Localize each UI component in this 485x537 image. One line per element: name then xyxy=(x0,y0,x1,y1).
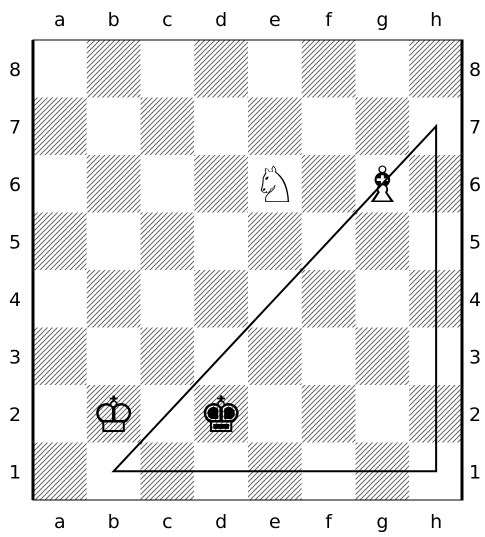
square-e8[interactable] xyxy=(248,40,302,98)
file-label-top: h xyxy=(430,9,442,31)
rank-label-left: 6 xyxy=(9,174,21,196)
file-label-bottom: a xyxy=(54,511,66,533)
square-a4[interactable] xyxy=(33,270,87,328)
square-d7[interactable] xyxy=(194,98,248,156)
file-label-top: g xyxy=(376,9,388,31)
square-e2[interactable] xyxy=(248,385,302,443)
file-label-top: c xyxy=(162,9,172,31)
rank-label-right: 7 xyxy=(469,116,481,138)
square-f8[interactable] xyxy=(302,40,356,98)
rank-label-right: 5 xyxy=(469,231,481,253)
rank-label-right: 8 xyxy=(469,59,481,81)
square-c6[interactable] xyxy=(141,155,195,213)
square-a8[interactable] xyxy=(33,40,87,98)
square-c8[interactable] xyxy=(141,40,195,98)
square-f3[interactable] xyxy=(302,328,356,386)
rank-label-right: 4 xyxy=(469,289,481,311)
file-label-top: a xyxy=(54,9,66,31)
rank-label-left: 7 xyxy=(9,116,21,138)
square-c5[interactable] xyxy=(141,213,195,271)
rank-label-right: 1 xyxy=(469,461,481,483)
square-h8[interactable] xyxy=(409,40,463,98)
rank-label-right: 3 xyxy=(469,346,481,368)
square-b8[interactable] xyxy=(87,40,141,98)
rank-label-left: 8 xyxy=(9,59,21,81)
file-label-bottom: g xyxy=(376,511,388,533)
rank-label-right: 2 xyxy=(469,404,481,426)
white-bishop-icon[interactable]: ♗ xyxy=(360,156,405,214)
white-king-icon[interactable]: ♔ xyxy=(91,386,136,444)
square-g7[interactable] xyxy=(356,98,410,156)
square-d6[interactable] xyxy=(194,155,248,213)
square-c3[interactable] xyxy=(141,328,195,386)
square-f7[interactable] xyxy=(302,98,356,156)
rank-label-left: 2 xyxy=(9,404,21,426)
square-a6[interactable] xyxy=(33,155,87,213)
square-e3[interactable] xyxy=(248,328,302,386)
square-a7[interactable] xyxy=(33,98,87,156)
square-b6[interactable] xyxy=(87,155,141,213)
rank-label-left: 4 xyxy=(9,289,21,311)
file-label-bottom: h xyxy=(430,511,442,533)
square-g3[interactable] xyxy=(356,328,410,386)
black-king-icon[interactable]: ♚ xyxy=(199,386,244,444)
file-label-top: f xyxy=(325,9,333,31)
square-e5[interactable] xyxy=(248,213,302,271)
file-label-bottom: d xyxy=(215,511,227,533)
file-label-bottom: f xyxy=(325,511,333,533)
square-g8[interactable] xyxy=(356,40,410,98)
square-b5[interactable] xyxy=(87,213,141,271)
square-b3[interactable] xyxy=(87,328,141,386)
square-d8[interactable] xyxy=(194,40,248,98)
square-f4[interactable] xyxy=(302,270,356,328)
white-knight-icon[interactable]: ♘ xyxy=(252,156,297,214)
square-a5[interactable] xyxy=(33,213,87,271)
square-d4[interactable] xyxy=(194,270,248,328)
square-a3[interactable] xyxy=(33,328,87,386)
square-a1[interactable] xyxy=(33,443,87,501)
file-label-bottom: c xyxy=(162,511,172,533)
square-e7[interactable] xyxy=(248,98,302,156)
rank-label-right: 6 xyxy=(469,174,481,196)
rank-label-left: 5 xyxy=(9,231,21,253)
square-d5[interactable] xyxy=(194,213,248,271)
square-g5[interactable] xyxy=(356,213,410,271)
square-c4[interactable] xyxy=(141,270,195,328)
square-c7[interactable] xyxy=(141,98,195,156)
rank-label-left: 1 xyxy=(9,461,21,483)
square-b4[interactable] xyxy=(87,270,141,328)
file-label-bottom: b xyxy=(108,511,120,533)
file-label-top: d xyxy=(215,9,227,31)
file-label-bottom: e xyxy=(269,511,281,533)
rank-label-left: 3 xyxy=(9,346,21,368)
square-b7[interactable] xyxy=(87,98,141,156)
square-g4[interactable] xyxy=(356,270,410,328)
square-f6[interactable] xyxy=(302,155,356,213)
file-label-top: e xyxy=(269,9,281,31)
square-g2[interactable] xyxy=(356,385,410,443)
file-label-top: b xyxy=(108,9,120,31)
square-f2[interactable] xyxy=(302,385,356,443)
square-a2[interactable] xyxy=(33,385,87,443)
